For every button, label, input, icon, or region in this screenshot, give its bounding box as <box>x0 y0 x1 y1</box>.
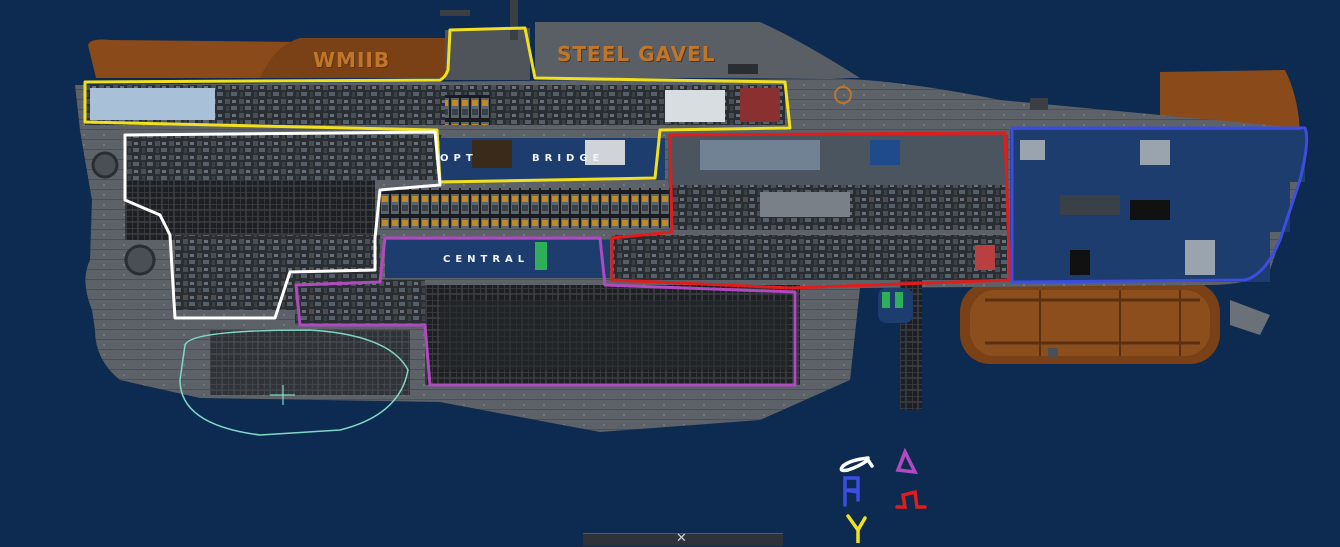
omega-glyph <box>895 489 927 509</box>
purple-section-outline <box>294 236 797 387</box>
delta-glyph <box>895 447 919 475</box>
blue-section-outline <box>1010 126 1309 284</box>
white-section-outline <box>123 130 442 320</box>
ship-label: WMIIB <box>313 48 391 72</box>
yellow-section-outline <box>83 26 792 184</box>
room-label-opt: OPT <box>440 153 478 164</box>
section-outlines <box>83 26 1309 436</box>
room-interiors <box>85 64 1305 395</box>
room-label-bridge: BRIDGE <box>532 153 605 164</box>
cyan-section-outline <box>179 329 409 436</box>
room-label-central: CENTRAL <box>443 254 530 265</box>
ship-name: STEEL GAVEL <box>557 42 716 66</box>
red-section-outline <box>610 131 1012 290</box>
hull-fins <box>88 22 1300 364</box>
close-icon[interactable]: ✕ <box>676 531 687 546</box>
beta-glyph <box>843 476 860 507</box>
alpha-glyph <box>839 456 874 473</box>
section-legend <box>839 447 927 545</box>
gamma-glyph <box>846 514 867 545</box>
